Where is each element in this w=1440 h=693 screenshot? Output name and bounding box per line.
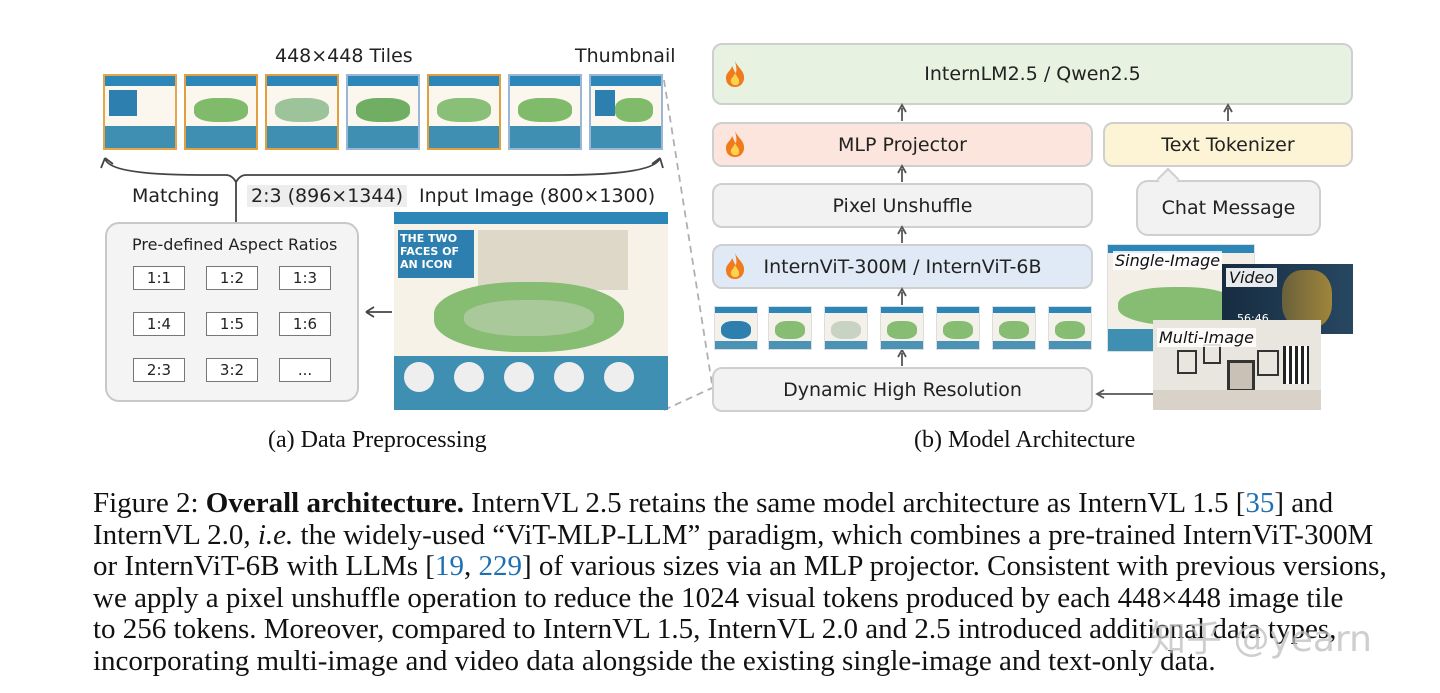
dynamic-high-resolution-box: Dynamic High Resolution bbox=[712, 367, 1093, 412]
poster-headline: THE TWO FACES OF AN ICON bbox=[400, 232, 459, 271]
tile-image bbox=[714, 306, 758, 350]
panel-a-connectors bbox=[100, 79, 713, 411]
multi-image-label: Multi-Image bbox=[1157, 328, 1256, 347]
caption-label: Figure 2: bbox=[93, 487, 206, 519]
tile-image bbox=[346, 74, 420, 150]
figure-caption: Figure 2: Overall architecture. InternVL… bbox=[93, 487, 1387, 677]
input-image: THE TWO FACES OF AN ICON bbox=[394, 212, 668, 410]
aspect-ratio-title: Pre-defined Aspect Ratios bbox=[132, 235, 338, 254]
vit-box: InternViT-300M / InternViT-6B bbox=[712, 244, 1093, 289]
matching-label: Matching bbox=[132, 185, 220, 207]
caption-line: to 256 tokens. Moreover, compared to Int… bbox=[93, 613, 1337, 645]
ratio-option: 1:5 bbox=[206, 312, 258, 336]
caption-line: InternVL 2.0, i.e. the widely-used “ViT-… bbox=[93, 518, 1373, 552]
caption-text: ] of various sizes via an MLP projector.… bbox=[521, 550, 1387, 582]
tiles-label: 448×448 Tiles bbox=[275, 45, 413, 67]
tile-image bbox=[508, 74, 582, 150]
ratio-option: 1:6 bbox=[279, 312, 331, 336]
ratio-option: 1:1 bbox=[133, 266, 185, 290]
citation-link[interactable]: 229 bbox=[478, 550, 522, 582]
selected-ratio-label: 2:3 (896×1344) bbox=[247, 185, 407, 207]
watermark: 知乎 @yearn bbox=[1150, 619, 1372, 660]
tile-image bbox=[768, 306, 812, 350]
caption-line: Figure 2: Overall architecture. InternVL… bbox=[93, 487, 1363, 520]
flame-icon bbox=[726, 131, 745, 157]
tile-image bbox=[992, 306, 1036, 350]
ratio-option: 3:2 bbox=[206, 358, 258, 382]
caption-bold-title: Overall architecture. bbox=[205, 487, 465, 519]
citation-link[interactable]: 35 bbox=[1245, 487, 1275, 519]
caption-italic: i.e. bbox=[257, 518, 294, 551]
caption-text: the widely-used “ViT-MLP-LLM” paradigm, … bbox=[293, 518, 1374, 551]
ratio-option: 1:3 bbox=[279, 266, 331, 290]
ratio-option: 1:2 bbox=[206, 266, 258, 290]
tile-image bbox=[1048, 306, 1092, 350]
tile-image bbox=[184, 74, 258, 150]
caption-data-preprocessing: (a) Data Preprocessing bbox=[268, 427, 487, 453]
video-label: Video bbox=[1226, 268, 1278, 287]
caption-line: or InternViT-6B with LLMs [19, 229] of v… bbox=[93, 550, 1387, 583]
caption-line: we apply a pixel unshuffle operation to … bbox=[93, 581, 1344, 614]
tile-image bbox=[427, 74, 501, 150]
input-image-label: Input Image (800×1300) bbox=[419, 185, 656, 207]
ratio-option: 1:4 bbox=[133, 312, 185, 336]
thumbnail-label: Thumbnail bbox=[575, 45, 676, 67]
caption-text: or InternViT-6B with LLMs [ bbox=[93, 550, 435, 582]
caption-model-architecture: (b) Model Architecture bbox=[914, 427, 1136, 453]
caption-text: InternVL 2.5 retains the same model arch… bbox=[464, 487, 1246, 519]
caption-line: incorporating multi-image and video data… bbox=[93, 644, 1216, 677]
tile-image bbox=[103, 74, 177, 150]
caption-text: InternVL 2.0, bbox=[93, 518, 258, 551]
ratio-option: ... bbox=[279, 358, 331, 382]
flame-icon bbox=[726, 253, 745, 279]
flame-icon bbox=[726, 61, 745, 87]
caption-text: ] and bbox=[1274, 487, 1334, 519]
tile-image bbox=[880, 306, 924, 350]
tile-image bbox=[824, 306, 868, 350]
thumbnail-image bbox=[589, 74, 663, 150]
tile-image bbox=[936, 306, 980, 350]
citation-link[interactable]: 19 bbox=[434, 550, 464, 582]
ratio-option: 2:3 bbox=[133, 358, 185, 382]
tile-image bbox=[265, 74, 339, 150]
mlp-projector-box: MLP Projector bbox=[712, 122, 1093, 167]
llm-box: InternLM2.5 / Qwen2.5 bbox=[712, 43, 1353, 105]
single-image-label: Single-Image bbox=[1113, 251, 1223, 270]
panel-b-arrows bbox=[897, 103, 1233, 399]
caption-text: , bbox=[463, 550, 479, 582]
text-tokenizer-box: Text Tokenizer bbox=[1103, 122, 1353, 167]
